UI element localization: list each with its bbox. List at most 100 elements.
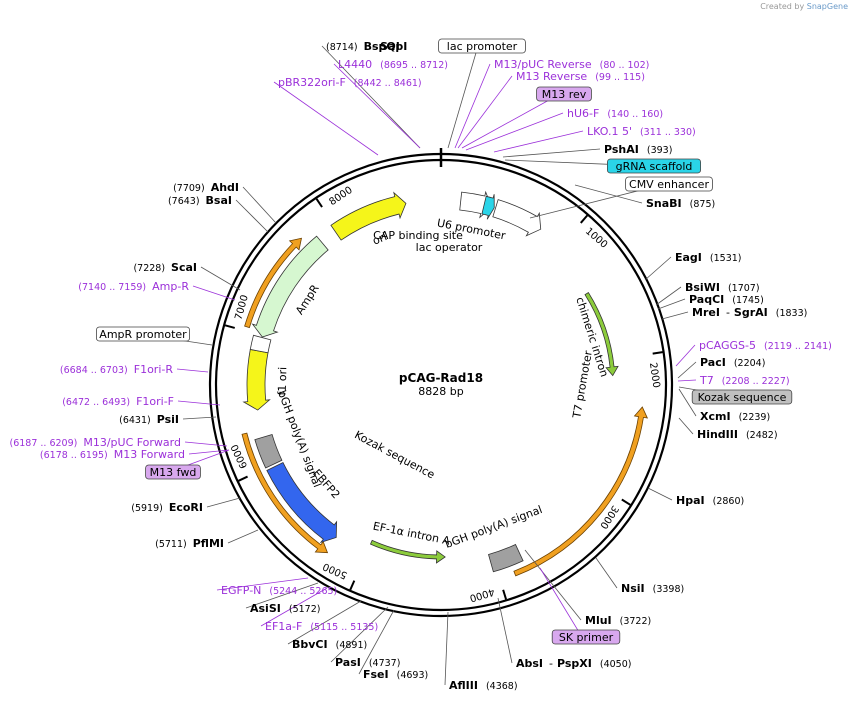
site-position: (6187 .. 6209) — [9, 438, 77, 449]
site-cmv-enhancer[interactable]: CMV enhancer — [529, 176, 713, 219]
site-pshai[interactable]: PshAI(393) — [502, 143, 673, 158]
site-ampr-promoter[interactable]: AmpR promoter — [96, 326, 213, 346]
leader-line — [457, 75, 513, 149]
site-text: L4440(8695 .. 8712) — [338, 58, 448, 71]
leader-line — [184, 441, 228, 447]
site-pflmi[interactable]: (5711)PflMI — [155, 529, 259, 550]
site-bspqi[interactable]: (8714)BspQI-SapI — [321, 40, 421, 149]
site-m13-fwd[interactable]: M13 fwd — [145, 449, 230, 480]
site-l4440[interactable]: L4440(8695 .. 8712) — [333, 58, 448, 149]
site-position: (6431) — [119, 415, 151, 426]
leader-line — [182, 416, 217, 420]
feature-ampr-promoter[interactable] — [249, 334, 272, 354]
tick-mark — [652, 351, 663, 355]
site-amp-r[interactable]: (7140 .. 7159)Amp-R — [78, 280, 236, 301]
site-name: M13 fwd — [150, 466, 197, 479]
site-text: AbsI-PspXI(4050) — [516, 657, 631, 670]
site-bsai[interactable]: (7643)BsaI — [168, 194, 269, 233]
feature-cmv-enhancer[interactable] — [492, 199, 542, 237]
feature-bgh-poly-a-signal-2[interactable] — [254, 434, 283, 469]
site-f1ori-f[interactable]: (6472 .. 6493)F1ori-F — [62, 395, 221, 408]
site-asisi[interactable]: AsiSI(5172) — [245, 582, 321, 615]
feature-ef-1a-intron-a[interactable] — [369, 539, 446, 564]
feature-arrow — [266, 462, 338, 544]
site-mrei[interactable]: MreI-SgrAI(1833) — [661, 306, 807, 320]
leader-line — [330, 606, 389, 663]
feature-grna-scaffold[interactable] — [481, 194, 495, 220]
site-name: LKO.1 5' — [587, 125, 632, 138]
site-grna-scaffold[interactable]: gRNA scaffold — [504, 158, 702, 174]
site-text: FseI(4693) — [363, 668, 428, 681]
site-name: AbsI — [516, 657, 543, 670]
site-m13-puc-reverse[interactable]: M13/pUC Reverse(80 .. 102) — [454, 58, 649, 149]
site-ahdi[interactable]: (7709)AhdI — [173, 181, 277, 224]
site-m13-puc-forward[interactable]: (6187 .. 6209)M13/pUC Forward — [9, 436, 228, 449]
feature-arrow — [584, 292, 619, 377]
site-position: (393) — [647, 145, 673, 156]
feature-label: AmpR — [293, 282, 322, 317]
site-ecori[interactable]: (5919)EcoRI — [131, 497, 241, 514]
site-name: M13 rev — [542, 88, 587, 101]
site-egfp-n[interactable]: EGFP-N(5244 .. 5265) — [216, 577, 337, 597]
leader-line — [177, 400, 221, 406]
site-paqci[interactable]: PaqCI(1745) — [657, 293, 764, 310]
label-box — [536, 86, 592, 102]
site-hindiii[interactable]: HindIII(2482) — [678, 417, 778, 441]
feature-f1-ori[interactable] — [242, 348, 271, 411]
site-f1ori-r[interactable]: (6684 .. 6703)F1ori-R — [60, 363, 209, 376]
site-m13-forward[interactable]: (6178 .. 6195)M13 Forward — [40, 448, 230, 461]
site-position: (4891) — [336, 640, 368, 651]
site-text: (5919)EcoRI — [131, 501, 203, 514]
site-xcmi[interactable]: XcmI(2239) — [678, 388, 770, 423]
site-m13-reverse[interactable]: M13 Reverse(99 .. 115) — [457, 70, 645, 149]
feature-arrow — [369, 539, 446, 564]
leader-line — [447, 45, 479, 149]
site-afliii[interactable]: AflIII(4368) — [444, 611, 518, 692]
site-absi[interactable]: AbsI-PspXI(4050) — [497, 597, 631, 670]
site-name: M13/pUC Reverse — [494, 58, 592, 71]
site-snabi[interactable]: SnaBI(875) — [574, 184, 715, 210]
site-bsiwi[interactable]: BsiWI(1707) — [655, 281, 760, 306]
site-psii[interactable]: (6431)PsiI — [119, 413, 217, 426]
leader-line — [273, 81, 379, 156]
site-sk-primer[interactable]: SK primer — [539, 567, 621, 645]
site-bbvci[interactable]: BbvCI(4891) — [287, 600, 368, 651]
site-mlui[interactable]: MluI(3722) — [524, 549, 652, 627]
leader-line — [176, 368, 209, 373]
site-name: BsaI — [206, 194, 232, 207]
site-ef1a-f[interactable]: EF1a-F(5115 .. 5135) — [260, 587, 378, 633]
site-name: CMV enhancer — [629, 178, 709, 191]
site-text: (7228)ScaI — [133, 261, 197, 274]
feature-ebfp2[interactable] — [266, 462, 338, 544]
site-pasi[interactable]: PasI(4737) — [330, 606, 401, 669]
feature-bgh-poly-a-signal[interactable] — [488, 543, 524, 573]
site-text: hU6-F(140 .. 160) — [567, 107, 663, 120]
site-lko-1-5-[interactable]: LKO.1 5'(311 .. 330) — [493, 125, 696, 153]
site-text: EagI(1531) — [675, 251, 742, 264]
site-position: (4737) — [369, 658, 401, 669]
feature-chimeric-intron[interactable] — [584, 292, 619, 377]
site-text: pBR322ori-F(8442 .. 8461) — [278, 76, 422, 89]
site-position: (3722) — [620, 616, 652, 627]
site-kozak-sequence[interactable]: Kozak sequence — [678, 386, 793, 405]
feature-ori[interactable] — [330, 191, 407, 241]
site-pbr322ori-f[interactable]: pBR322ori-F(8442 .. 8461) — [273, 76, 422, 156]
site-m13-rev[interactable]: M13 rev — [461, 86, 592, 149]
site-eagi[interactable]: EagI(1531) — [644, 251, 742, 281]
site-paci[interactable]: PacI(2204) — [677, 356, 765, 379]
site-position: (5172) — [289, 604, 321, 615]
site-fsei[interactable]: FseI(4693) — [358, 609, 428, 681]
site-scai[interactable]: (7228)ScaI — [133, 261, 241, 291]
site-name: AmpR promoter — [99, 328, 187, 341]
site-hu6-f[interactable]: hU6-F(140 .. 160) — [465, 107, 663, 151]
site-position: (6684 .. 6703) — [60, 365, 128, 376]
site-nsii[interactable]: NsiI(3398) — [595, 557, 684, 595]
site-lac-promoter[interactable]: lac promoter — [438, 38, 526, 149]
site-name: M13 Forward — [114, 448, 185, 461]
site-name: M13 Reverse — [516, 70, 587, 83]
site-pcaggs-5[interactable]: pCAGGS-5(2119 .. 2141) — [675, 339, 832, 367]
site-t7[interactable]: T7(2208 .. 2227) — [677, 374, 790, 387]
leader-line — [235, 199, 269, 233]
site-hpai[interactable]: HpaI(2860) — [647, 487, 744, 507]
feature-ampr[interactable] — [251, 235, 329, 338]
